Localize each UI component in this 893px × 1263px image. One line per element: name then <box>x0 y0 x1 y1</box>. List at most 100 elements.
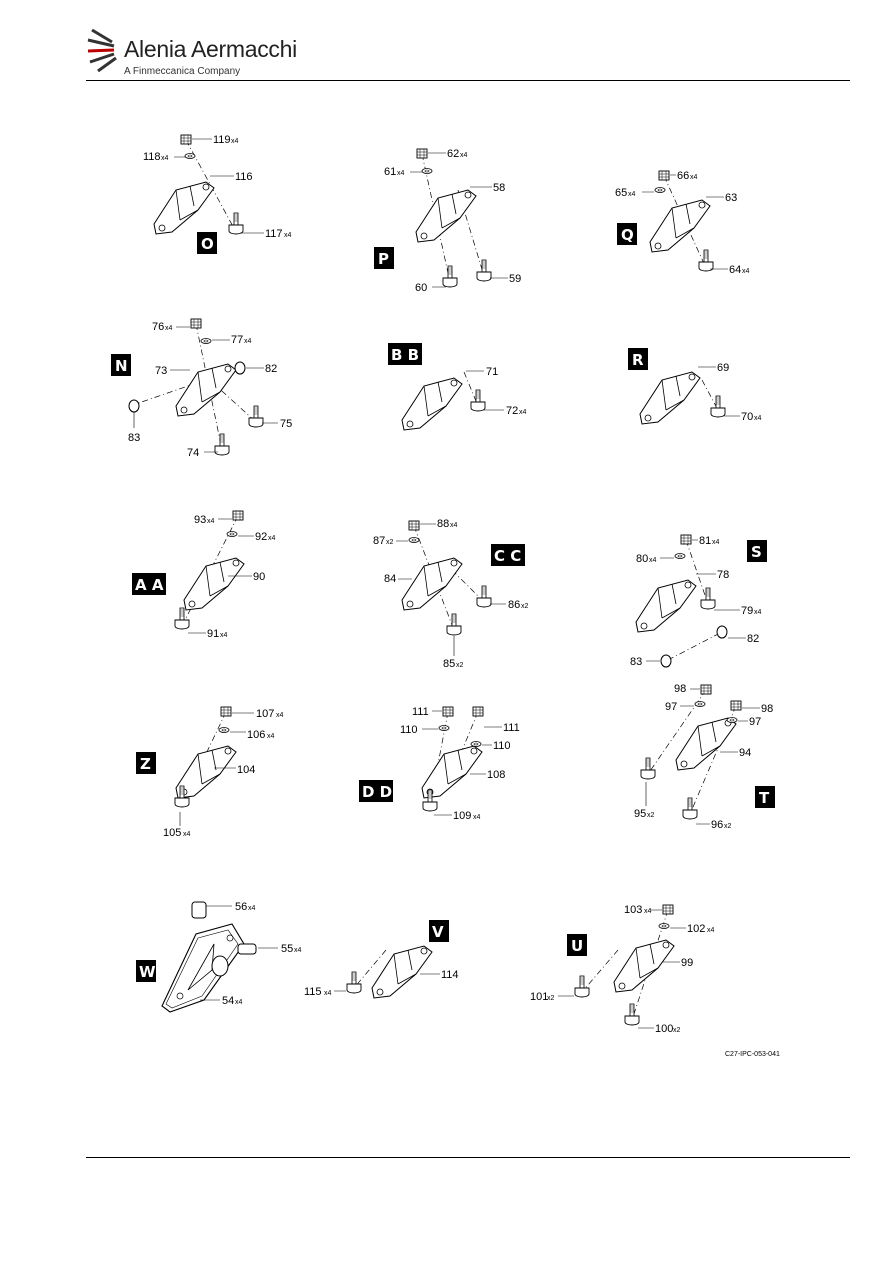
view-v: 115 x4 114 V <box>304 920 459 999</box>
label-80: 80 <box>636 553 648 565</box>
label-110b: 110 <box>493 740 511 752</box>
label-66: 66 <box>677 170 689 182</box>
label-88: 88 <box>437 518 449 530</box>
svg-text:x4: x4 <box>450 522 458 529</box>
view-tag-dd: D D <box>362 783 392 801</box>
svg-text:x4: x4 <box>519 409 527 416</box>
svg-text:x4: x4 <box>690 174 698 181</box>
label-64: 64 <box>729 264 741 276</box>
view-u: 103 x4 102 x4 99 101 x2 100 x2 U <box>530 904 715 1035</box>
view-tag-p: P <box>378 250 389 268</box>
label-62: 62 <box>447 148 459 160</box>
label-83: 83 <box>128 432 140 444</box>
label-82b: 82 <box>747 633 759 645</box>
view-o: 119 x4 118 x4 116 117 x4 O <box>143 134 292 254</box>
label-54: 54 <box>222 995 234 1007</box>
view-tag-q: Q <box>621 226 634 244</box>
view-tag-aa: A A <box>135 576 164 594</box>
svg-text:x4: x4 <box>644 908 652 915</box>
svg-text:x4: x4 <box>628 191 636 198</box>
view-tag-v: V <box>432 923 444 941</box>
label-85: 85 <box>443 658 455 670</box>
label-105: 105 <box>163 827 181 839</box>
brand-tagline: A Finmeccanica Company <box>124 66 241 77</box>
view-tag-z: Z <box>140 755 151 773</box>
label-84: 84 <box>384 573 396 585</box>
label-65: 65 <box>615 187 627 199</box>
view-tag-n: N <box>115 357 128 375</box>
label-111: 111 <box>412 706 429 718</box>
label-91: 91 <box>207 628 219 640</box>
label-111b: 111 <box>503 722 520 734</box>
label-55: 55 <box>281 943 293 955</box>
label-70: 70 <box>741 411 753 423</box>
label-94: 94 <box>739 747 751 759</box>
view-bb: 71 72 x4 B B <box>388 343 527 431</box>
svg-text:x4: x4 <box>324 990 332 997</box>
brand-name: Alenia Aermacchi <box>124 36 297 62</box>
label-107: 107 <box>256 708 274 720</box>
svg-text:x4: x4 <box>235 999 243 1006</box>
svg-text:x2: x2 <box>456 662 464 669</box>
label-116: 116 <box>235 171 253 183</box>
label-78: 78 <box>717 569 729 581</box>
label-117: 117 <box>265 228 283 240</box>
view-tag-cc: C C <box>494 547 521 565</box>
view-p: 62 x4 61 x4 58 60 59 P <box>374 148 521 294</box>
view-t: 98 97 98 97 94 95 x2 96 x2 T <box>634 683 775 831</box>
label-82: 82 <box>265 363 277 375</box>
label-75: 75 <box>280 418 292 430</box>
svg-text:x4: x4 <box>220 632 228 639</box>
svg-text:x4: x4 <box>754 609 762 616</box>
label-76: 76 <box>152 321 164 333</box>
label-61: 61 <box>384 166 396 178</box>
view-z: 107 x4 106 x4 104 105 x4 Z <box>136 706 284 839</box>
svg-text:x4: x4 <box>473 814 481 821</box>
label-92: 92 <box>255 531 267 543</box>
svg-text:x4: x4 <box>707 927 715 934</box>
svg-text:x4: x4 <box>161 155 169 162</box>
header-rule <box>86 80 850 81</box>
svg-text:x2: x2 <box>647 812 655 819</box>
label-90: 90 <box>253 571 265 583</box>
svg-text:x4: x4 <box>712 539 720 546</box>
label-101: 101 <box>530 991 548 1003</box>
label-81: 81 <box>699 535 711 547</box>
svg-text:x2: x2 <box>521 603 529 610</box>
label-79: 79 <box>741 605 753 617</box>
label-72: 72 <box>506 405 518 417</box>
view-dd: 111 110 111 110 108 109 x4 D D <box>359 706 520 822</box>
svg-text:x4: x4 <box>294 947 302 954</box>
alenia-swirl-logo-icon <box>87 28 117 73</box>
label-96: 96 <box>711 819 723 831</box>
view-cc: 88 x4 87 x2 84 86 x2 85 x2 C C <box>373 518 529 670</box>
svg-text:x2: x2 <box>547 995 555 1002</box>
view-tag-w: W <box>139 963 156 981</box>
svg-text:x4: x4 <box>183 831 191 838</box>
label-98: 98 <box>674 683 686 695</box>
view-q: 66 x4 65 x4 63 64 x4 Q <box>615 170 750 276</box>
svg-text:x2: x2 <box>386 539 394 546</box>
svg-text:x4: x4 <box>754 415 762 422</box>
label-115: 115 <box>304 986 322 998</box>
svg-text:x4: x4 <box>248 905 256 912</box>
svg-text:x4: x4 <box>207 518 215 525</box>
svg-text:x4: x4 <box>742 268 750 275</box>
label-106: 106 <box>247 729 265 741</box>
footer-rule <box>86 1157 850 1158</box>
label-69: 69 <box>717 362 729 374</box>
label-87: 87 <box>373 535 385 547</box>
view-tag-t: T <box>759 789 770 807</box>
page-header: Alenia Aermacchi A Finmeccanica Company <box>0 0 893 82</box>
label-98b: 98 <box>761 703 773 715</box>
label-83b: 83 <box>630 656 642 668</box>
view-n: 76 x4 77 x4 73 82 83 75 74 N <box>111 318 292 459</box>
label-103: 103 <box>624 904 642 916</box>
svg-text:x2: x2 <box>724 823 732 830</box>
svg-text:x4: x4 <box>267 733 275 740</box>
label-56: 56 <box>235 901 247 913</box>
svg-text:x2: x2 <box>673 1027 681 1034</box>
bracket-116 <box>153 181 215 235</box>
svg-text:x4: x4 <box>649 557 657 564</box>
